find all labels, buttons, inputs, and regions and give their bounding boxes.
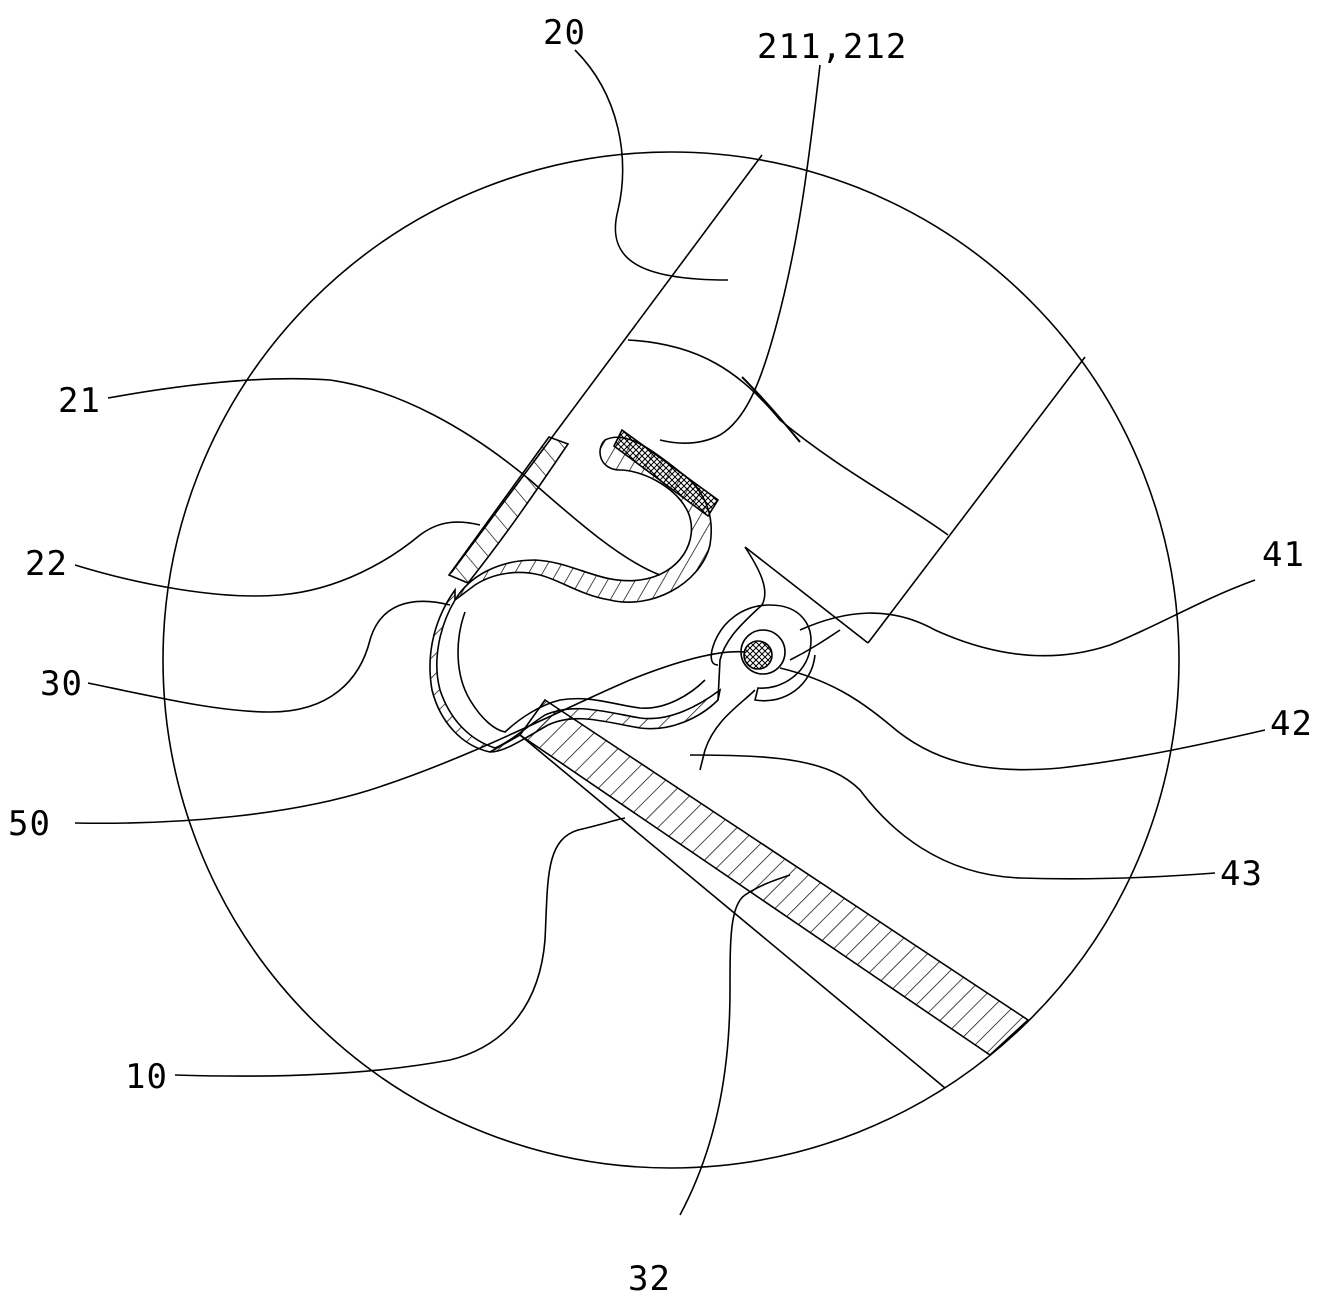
- friction-strip-211-212: [612, 428, 720, 518]
- label-43: 43: [1220, 854, 1263, 894]
- label-30: 30: [40, 664, 83, 704]
- leader-lines: [74, 49, 1266, 1216]
- part-32-bar: [518, 698, 1030, 1057]
- part-10-edge: [519, 734, 946, 1089]
- label-21: 21: [58, 381, 101, 421]
- label-20: 20: [543, 13, 586, 53]
- label-22: 22: [25, 544, 68, 584]
- part-21-hook: [454, 436, 712, 603]
- label-42: 42: [1270, 704, 1313, 744]
- detail-circle: [162, 151, 1180, 1169]
- pivot-41-42: [710, 604, 816, 702]
- label-50: 50: [8, 804, 51, 844]
- label-41: 41: [1262, 535, 1305, 575]
- label-211-212: 211,212: [757, 27, 907, 67]
- part-22-hatched: [447, 436, 570, 584]
- part-30-hook: [429, 587, 722, 753]
- label-10: 10: [125, 1057, 168, 1097]
- label-32: 32: [628, 1259, 671, 1299]
